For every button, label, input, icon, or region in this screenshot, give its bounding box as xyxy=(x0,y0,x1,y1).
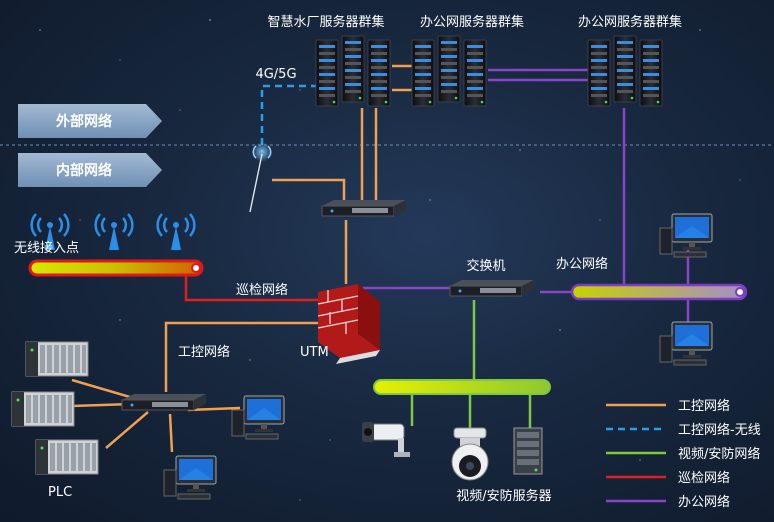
utm-label: UTM xyxy=(300,345,329,360)
legend-label: 办公网络 xyxy=(678,494,730,510)
bullet-camera-icon xyxy=(362,422,410,457)
office-cluster-1-label: 办公网服务器群集 xyxy=(420,14,524,30)
office-pc-icon-1 xyxy=(659,213,713,258)
wireless-ap-label: 无线接入点 xyxy=(14,240,79,256)
star-field xyxy=(39,19,741,501)
office-cluster-2-label: 办公网服务器群集 xyxy=(578,14,682,30)
access-switch-icon xyxy=(449,279,535,297)
industrial-network-links xyxy=(71,64,412,453)
legend-label: 工控网络-无线 xyxy=(678,422,761,438)
wireless-ap-icon-2 xyxy=(94,212,134,252)
legend-label: 巡检网络 xyxy=(678,470,730,486)
cellular-label: 4G/5G xyxy=(255,67,296,82)
switch-label: 交换机 xyxy=(466,258,505,274)
patrol-network-link xyxy=(184,272,320,302)
patrol-network-label: 巡检网络 xyxy=(236,282,288,298)
dome-camera-icon xyxy=(451,427,489,481)
office-network-label: 办公网络 xyxy=(556,256,608,272)
external-zone-label: 外部网络 xyxy=(56,113,112,130)
industrial-network-label: 工控网络 xyxy=(178,344,230,360)
internal-zone-label: 内部网络 xyxy=(56,162,112,179)
video-network-links xyxy=(410,300,532,430)
plc-label: PLC xyxy=(48,485,72,500)
external-zone-arrow: 外部网络 xyxy=(18,104,162,138)
plc-icon-1 xyxy=(25,341,89,377)
video-server-icon xyxy=(513,427,543,475)
video-bus-bar xyxy=(373,379,551,395)
legend-label: 工控网络 xyxy=(678,398,730,414)
plc-icon-2 xyxy=(11,391,75,427)
legend-label: 视频/安防网络 xyxy=(678,446,760,462)
internal-zone-arrow: 内部网络 xyxy=(18,153,162,187)
field-switch-icon xyxy=(121,393,207,411)
office-bus-bar xyxy=(570,283,748,301)
office-pc-icon-2 xyxy=(659,321,713,366)
plc-icon-3 xyxy=(35,439,99,475)
smart-water-cluster-label: 智慧水厂服务器群集 xyxy=(267,14,384,30)
office-server-cluster-2 xyxy=(587,35,663,107)
utm-firewall-icon xyxy=(317,284,380,364)
office-server-cluster-1 xyxy=(411,35,487,107)
wireless-link xyxy=(260,84,318,152)
video-server-label: 视频/安防服务器 xyxy=(456,488,551,504)
wireless-ap-icon-3 xyxy=(156,212,196,252)
field-pc-icon-1 xyxy=(231,395,285,440)
core-switch-icon xyxy=(321,199,407,217)
smart-water-server-cluster xyxy=(315,35,391,107)
patrol-bus-bar xyxy=(28,259,204,277)
cellular-tower-icon xyxy=(249,142,272,213)
field-pc-icon-2 xyxy=(163,455,217,500)
